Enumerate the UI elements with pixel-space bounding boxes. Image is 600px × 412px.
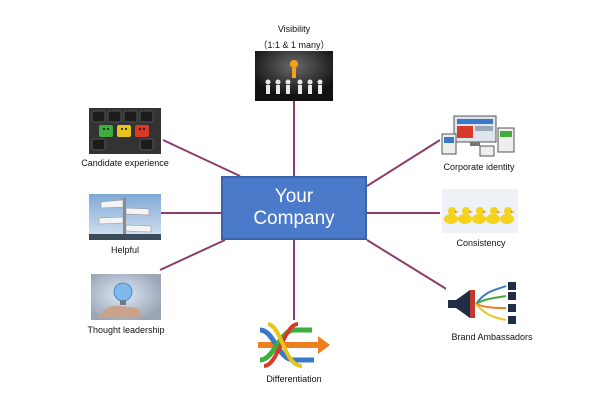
- center-line1: Your: [274, 186, 314, 207]
- rubber-ducks-icon: [442, 189, 518, 233]
- visibility-subtitle: （1:1 & 1 many）: [258, 40, 330, 50]
- connector-thought: [159, 239, 226, 271]
- consistency-label: Consistency: [456, 238, 506, 248]
- devices-icon: [440, 112, 518, 158]
- differentiation-label: Differentiation: [266, 374, 322, 384]
- brand-label: Brand Ambassadors: [451, 332, 533, 342]
- colored-arrows-icon: [254, 320, 334, 370]
- center-line2: Company: [253, 208, 335, 229]
- signpost-icon: [89, 194, 161, 240]
- corporate-label: Corporate identity: [443, 162, 515, 172]
- candidate-label: Candidate experience: [81, 158, 169, 168]
- keyboard-smiley-keys-icon: [89, 108, 161, 154]
- spotlight-people-icon: [255, 51, 333, 101]
- helpful-label: Helpful: [110, 245, 139, 255]
- center-box: Your Company: [221, 176, 367, 240]
- visibility-title: Visibility: [277, 24, 311, 34]
- megaphone-network-icon: [446, 280, 520, 328]
- connector-brand: [366, 239, 449, 291]
- connector-candidate: [162, 139, 241, 177]
- lightbulb-hand-icon: [91, 274, 161, 320]
- connector-corporate: [366, 139, 441, 187]
- thought-label: Thought leadership: [87, 325, 165, 335]
